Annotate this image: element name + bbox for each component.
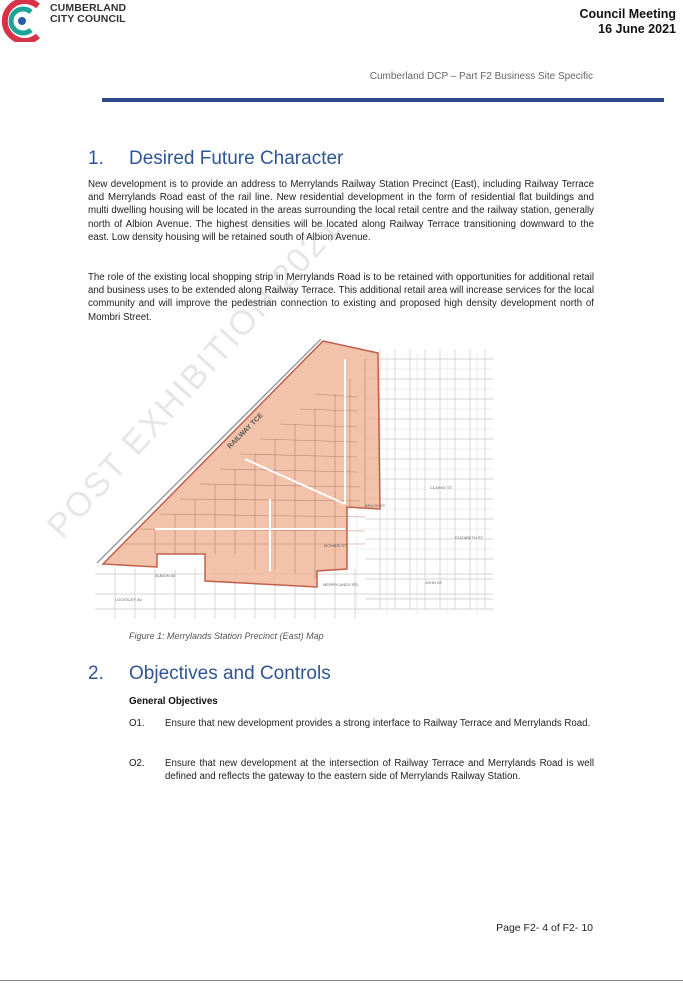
section1-title: Desired Future Character [129,148,344,169]
precinct-area [101,340,381,588]
dcp-reference: Cumberland DCP – Part F2 Business Site S… [369,71,593,82]
section2-title: Objectives and Controls [129,663,331,684]
meeting-title: Council Meeting [579,7,676,21]
label-bruce: BRUCE ST [365,503,386,508]
map-graphic: RAILWAY TCE ALBION AV MERRYLANDS RD MOMB… [95,339,493,619]
page-number: Page F2- 4 of F2- 10 [496,922,593,934]
general-objectives-heading: General Objectives [129,696,218,707]
section2-heading: 2. Objectives and Controls [88,663,331,685]
objective-code: O1. [129,718,145,729]
label-elizabeth: ELIZABETH ST [455,535,484,540]
meeting-date: 16 June 2021 [598,22,676,36]
objective-text: Ensure that new development at the inter… [165,758,594,782]
objective-text: Ensure that new development provides a s… [165,718,591,729]
label-albion: ALBION AV [155,573,176,578]
label-john: JOHN ST [425,580,443,585]
footer-rule [0,980,683,981]
label-mombri: MOMBRI ST [324,543,347,548]
objective-item: O2. Ensure that new development at the i… [129,758,594,798]
council-logo: CUMBERLAND CITY COUNCIL [0,0,150,42]
objective-item: O1. Ensure that new development provides… [129,718,594,746]
label-clarke: CLARKE ST [430,485,453,490]
meeting-info: Council Meeting 16 June 2021 [579,7,676,37]
section2-number: 2. [88,663,104,684]
precinct-map: RAILWAY TCE ALBION AV MERRYLANDS RD MOMB… [95,339,493,619]
section1-paragraph-1: New development is to provide an address… [88,179,594,243]
objective-code: O2. [129,758,145,769]
logo-text-line2: CITY COUNCIL [50,13,126,25]
figure-caption: Figure 1: Merrylands Station Precinct (E… [129,631,324,641]
label-merrylands: MERRYLANDS RD [323,582,358,587]
section1-heading: 1. Desired Future Character [88,148,343,170]
logo-text-line1: CUMBERLAND [50,2,127,14]
section1-paragraph-2: The role of the existing local shopping … [88,272,594,323]
label-lockeley: LOCKSLEY AV [115,597,142,602]
header-rule [102,98,664,102]
logo-mark-icon [1,0,40,42]
railway-line [96,339,322,564]
section1-number: 1. [88,148,104,169]
